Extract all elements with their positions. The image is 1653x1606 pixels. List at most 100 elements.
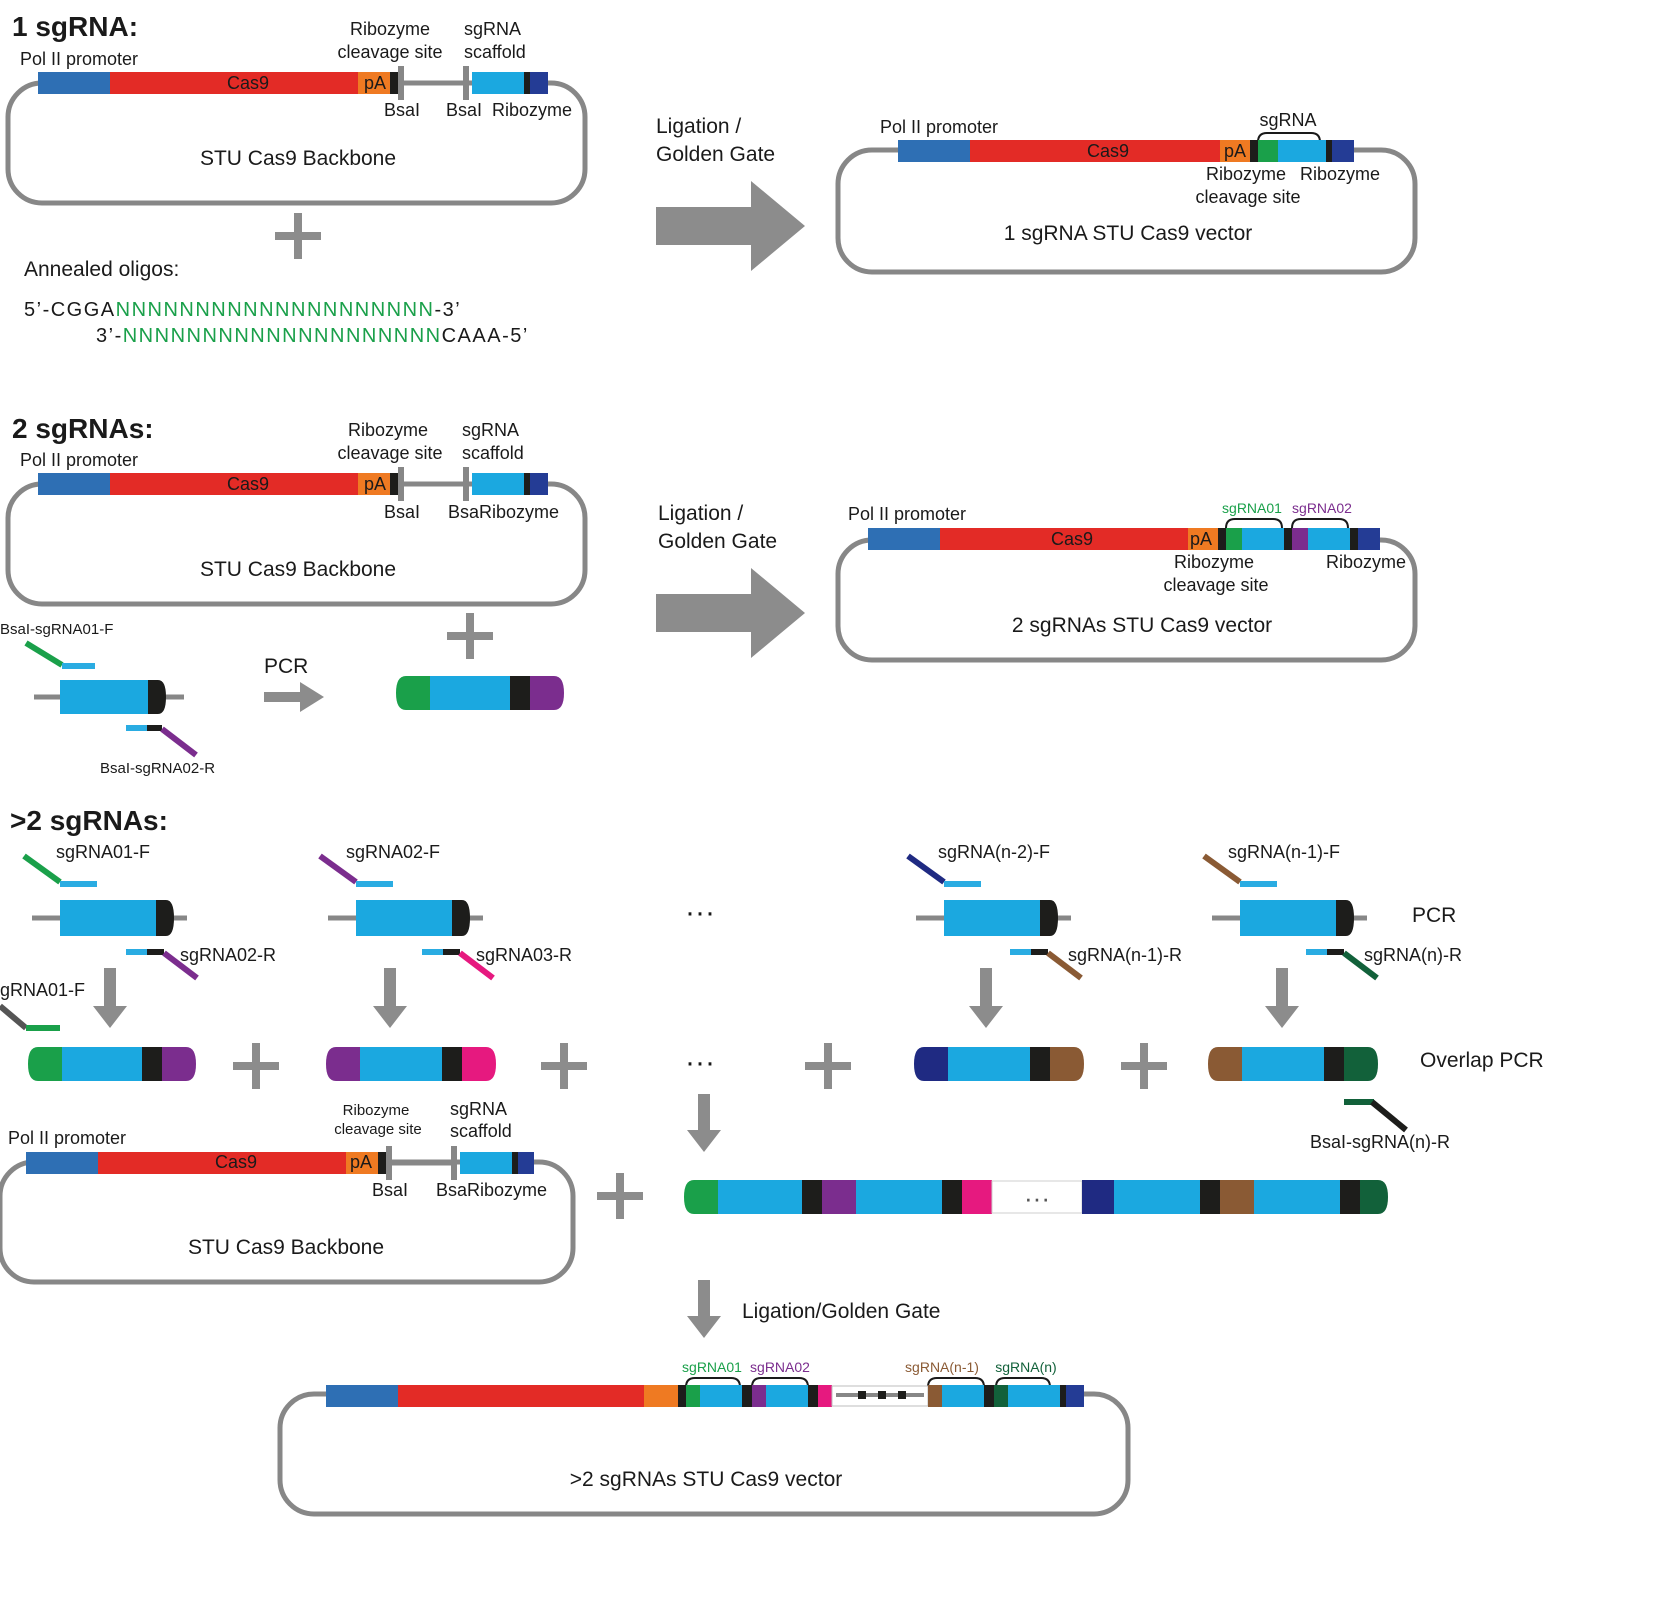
amplicon-1-scaffold bbox=[62, 1047, 142, 1081]
ligation-label-1b: Golden Gate bbox=[656, 143, 775, 166]
pcr-product-2 bbox=[396, 676, 564, 710]
cas9-label: Cas9 bbox=[1051, 529, 1093, 549]
pa-segment bbox=[358, 473, 390, 495]
amplicon-2-left bbox=[326, 1047, 360, 1081]
pcr-template-4-fwd-label: sgRNA(n-1)-F bbox=[1228, 842, 1340, 862]
array-scaffold-3 bbox=[1114, 1180, 1200, 1214]
pcr-template-2n-fwd-tail bbox=[318, 853, 358, 885]
amplicon-1 bbox=[28, 1047, 196, 1081]
rcs-label-3b: cleavage site bbox=[334, 1121, 422, 1138]
pcr-template-2n-rev-label: sgRNA03-R bbox=[476, 945, 572, 965]
annealed-label: Annealed oligos: bbox=[24, 258, 179, 281]
plus-3e bbox=[597, 1173, 643, 1219]
ribozyme-segment bbox=[530, 72, 548, 94]
sgrna01-label-v2: sgRNA01 bbox=[1222, 500, 1282, 516]
promoter-segment bbox=[38, 473, 110, 495]
bsai-label-3: BsaI bbox=[372, 1180, 408, 1200]
array-sgn2 bbox=[1082, 1180, 1114, 1214]
pcr-template-2n: sgRNA02-F sgRNA03-R bbox=[318, 842, 572, 981]
ribozyme-segment bbox=[518, 1152, 534, 1174]
pa-segment bbox=[346, 1152, 378, 1174]
bsai-label-1b: BsaI bbox=[446, 100, 482, 120]
backbone-label-3: STU Cas9 Backbone bbox=[188, 1236, 384, 1259]
spacer-n bbox=[994, 1385, 1008, 1407]
pcr-template-1-rev-tail bbox=[162, 950, 199, 981]
array-cap-right bbox=[1360, 1180, 1388, 1214]
spacer1-segment bbox=[1226, 528, 1242, 550]
amplicon-1-right bbox=[162, 1047, 196, 1081]
oligo-top-prefix: 5’-CGGA bbox=[24, 299, 116, 321]
array-band-3 bbox=[1200, 1180, 1220, 1214]
promoter-segment bbox=[326, 1385, 398, 1407]
sgrna02-label-v3: sgRNA02 bbox=[750, 1359, 810, 1375]
pcr-template-3-fwd-tail bbox=[906, 853, 946, 885]
cas9-label: Cas9 bbox=[215, 1152, 257, 1172]
section-title-3: >2 sgRNAs: bbox=[10, 805, 168, 836]
primer-f-tail bbox=[24, 640, 64, 668]
oligo-top: 5’-CGGANNNNNNNNNNNNNNNNNNNN-3’3’-NNNNNNN… bbox=[24, 299, 527, 347]
down-arrow-1 bbox=[93, 968, 127, 1028]
bsai-f-label: BsaI-sgRNA01-F bbox=[0, 621, 113, 638]
pcr-template-4-fwd-tail bbox=[1202, 853, 1242, 885]
pa-label: pA bbox=[350, 1152, 372, 1172]
rcs-label-1b: cleavage site bbox=[337, 42, 442, 62]
amplicon-2-right bbox=[462, 1047, 496, 1081]
ribozyme-label-v2: Ribozyme bbox=[1326, 552, 1406, 572]
sgrna01-label-v3: sgRNA01 bbox=[682, 1359, 742, 1375]
pcr-template-1-rev-label: sgRNA02-R bbox=[180, 945, 276, 965]
scaffold-segment bbox=[472, 72, 524, 94]
pa-segment bbox=[1220, 140, 1250, 162]
amplicon-2 bbox=[326, 1047, 496, 1081]
scaffold1 bbox=[700, 1385, 742, 1407]
array-sgn1 bbox=[1220, 1180, 1254, 1214]
template-scaffold bbox=[60, 680, 148, 714]
scaffold-n1 bbox=[942, 1385, 984, 1407]
bracket-v3-4 bbox=[995, 1377, 1051, 1388]
pcr-template-4-rev-label: sgRNA(n)-R bbox=[1364, 945, 1462, 965]
cut-band bbox=[378, 1152, 386, 1174]
pcr-product-2-scaffold bbox=[430, 676, 510, 710]
scaffold-band bbox=[512, 1152, 518, 1174]
pcr-template-2n-fwd-label: sgRNA02-F bbox=[346, 842, 440, 862]
promoter-segment bbox=[38, 72, 110, 94]
sgrna01-f-cut-label: gRNA01-F bbox=[0, 980, 85, 1000]
vector-label-2: 2 sgRNAs STU Cas9 vector bbox=[1012, 614, 1272, 637]
band1 bbox=[742, 1385, 752, 1407]
pcr-template-3-rev-label: sgRNA(n-1)-R bbox=[1068, 945, 1182, 965]
ribozyme-label-v1: Ribozyme bbox=[1300, 164, 1380, 184]
ligation-arrow-1 bbox=[656, 181, 805, 271]
array-band-2 bbox=[942, 1180, 962, 1214]
spacer-n1 bbox=[928, 1385, 942, 1407]
pcr-template-2n-end bbox=[452, 900, 470, 936]
ellipsis-row1: ··· bbox=[685, 896, 715, 929]
scaffold2-segment bbox=[1308, 528, 1350, 550]
ligation-label-2a: Ligation / bbox=[658, 502, 743, 525]
pa-segment bbox=[1188, 528, 1218, 550]
ellipsis-row2: ··· bbox=[685, 1046, 715, 1079]
amplicon-2-scaffold bbox=[360, 1047, 442, 1081]
band1 bbox=[1284, 528, 1292, 550]
pcr-label-3: PCR bbox=[1412, 904, 1456, 927]
cas9-segment bbox=[940, 528, 1188, 550]
pcr-template-4: sgRNA(n-1)-F sgRNA(n)-R bbox=[1202, 842, 1462, 981]
amplicon-3-scaffold bbox=[948, 1047, 1030, 1081]
sgrna-array: ··· bbox=[684, 1180, 1388, 1214]
sgrna-bracket-v1 bbox=[1257, 132, 1321, 143]
amplicon-4-scaffold bbox=[1242, 1047, 1324, 1081]
array-ellipsis: ··· bbox=[1024, 1183, 1050, 1213]
pcr-template-1-fwd-label: sgRNA01-F bbox=[56, 842, 150, 862]
cassette-3: Cas9 pA bbox=[26, 1146, 534, 1180]
cas9-label: Cas9 bbox=[227, 474, 269, 494]
band2 bbox=[1350, 528, 1358, 550]
rcs-label-2b: cleavage site bbox=[337, 443, 442, 463]
pcr-product-2-band bbox=[510, 676, 530, 710]
cut-band bbox=[1218, 528, 1226, 550]
cut-band bbox=[678, 1385, 686, 1407]
cas9-segment bbox=[98, 1152, 346, 1174]
amplicon-3-left bbox=[914, 1047, 948, 1081]
down-arrow-2 bbox=[373, 968, 407, 1028]
